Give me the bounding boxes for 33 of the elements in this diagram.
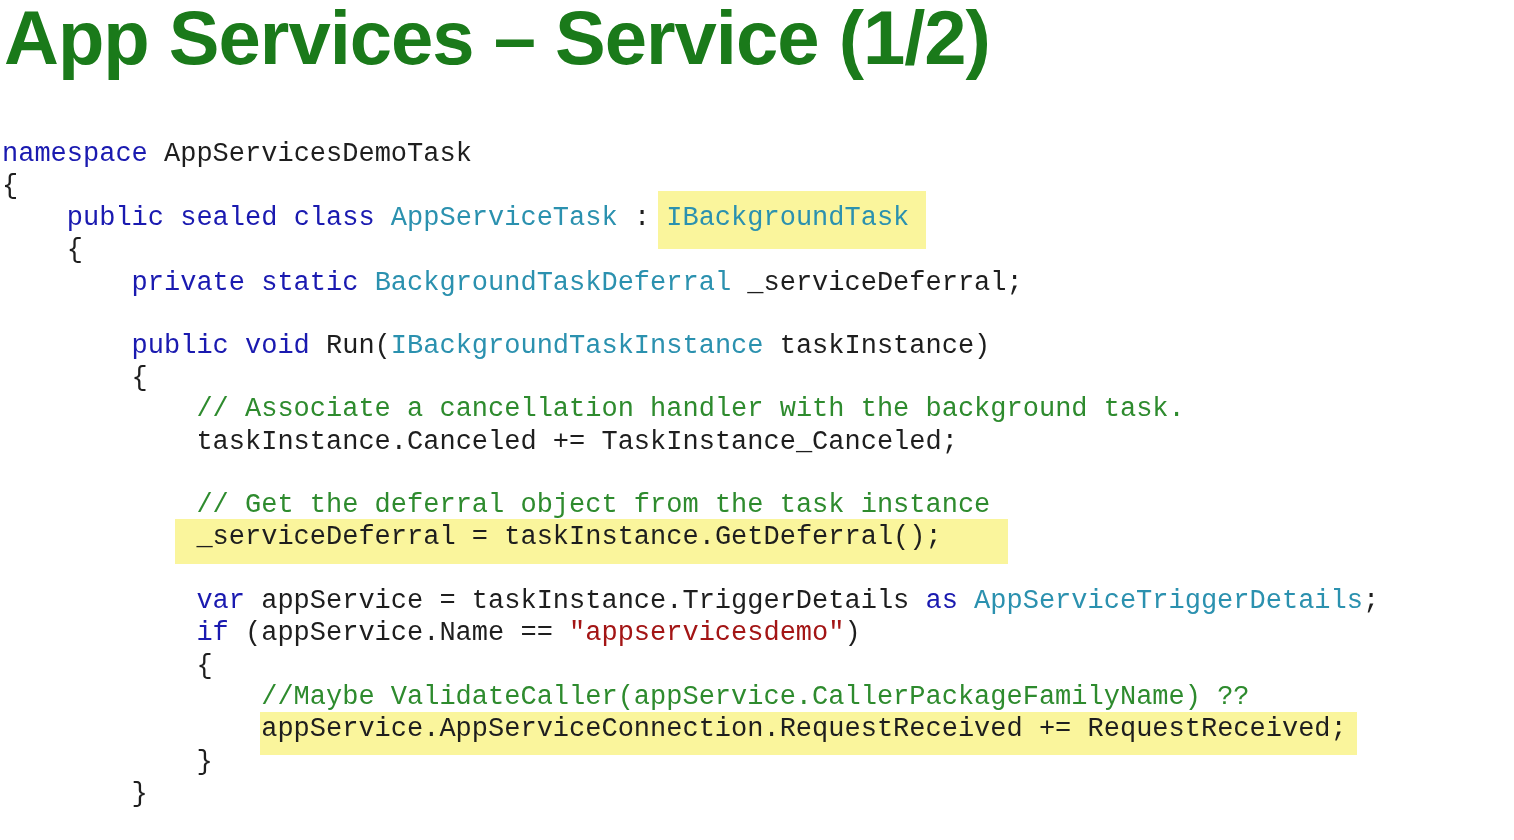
type-name: IBackgroundTaskInstance: [390, 331, 764, 361]
code-text: {: [66, 235, 83, 265]
code-text: {: [2, 171, 19, 201]
code-keyword: public void: [131, 331, 310, 361]
code-keyword: private static: [131, 268, 359, 298]
string-literal: "appservicesdemo": [569, 618, 845, 648]
code-keyword: if: [196, 618, 229, 648]
code-text: (appService.Name ==: [245, 618, 553, 648]
code-text: :: [633, 203, 651, 233]
code-keyword: var: [196, 586, 245, 616]
code-text: {: [196, 651, 213, 681]
code-keyword: namespace: [2, 139, 148, 169]
type-name: AppServiceTask: [390, 203, 618, 233]
code-text: appService = taskInstance.TriggerDetails: [261, 586, 910, 616]
code-text: }: [131, 779, 148, 809]
type-name: AppServiceTriggerDetails: [974, 586, 1363, 616]
highlighted-code: _serviceDeferral = taskInstance.GetDeferral();: [175, 519, 1008, 564]
code-comment: // Associate a cancellation handler with the background task.: [196, 394, 1185, 424]
code-text: AppServicesDemoTask: [164, 139, 472, 169]
code-text: Run(: [326, 331, 391, 361]
highlighted-code: IBackgroundTask: [658, 191, 927, 249]
type-name: BackgroundTaskDeferral: [374, 268, 732, 298]
code-text: taskInstance): [779, 331, 991, 361]
code-text: ): [844, 618, 861, 648]
highlighted-code: appService.AppServiceConnection.RequestReceived += RequestReceived;: [260, 712, 1357, 755]
code-text: }: [196, 747, 213, 777]
code-text: _serviceDeferral;: [747, 268, 1023, 298]
code-keyword: as: [925, 586, 958, 616]
code-text: {: [131, 363, 148, 393]
code-text: taskInstance.Canceled += TaskInstance_Canceled;: [196, 427, 958, 457]
code-text: ;: [1362, 586, 1380, 616]
code-keyword: public sealed class: [66, 203, 375, 233]
slide-title: App Services – Service (1/2): [4, 0, 990, 81]
